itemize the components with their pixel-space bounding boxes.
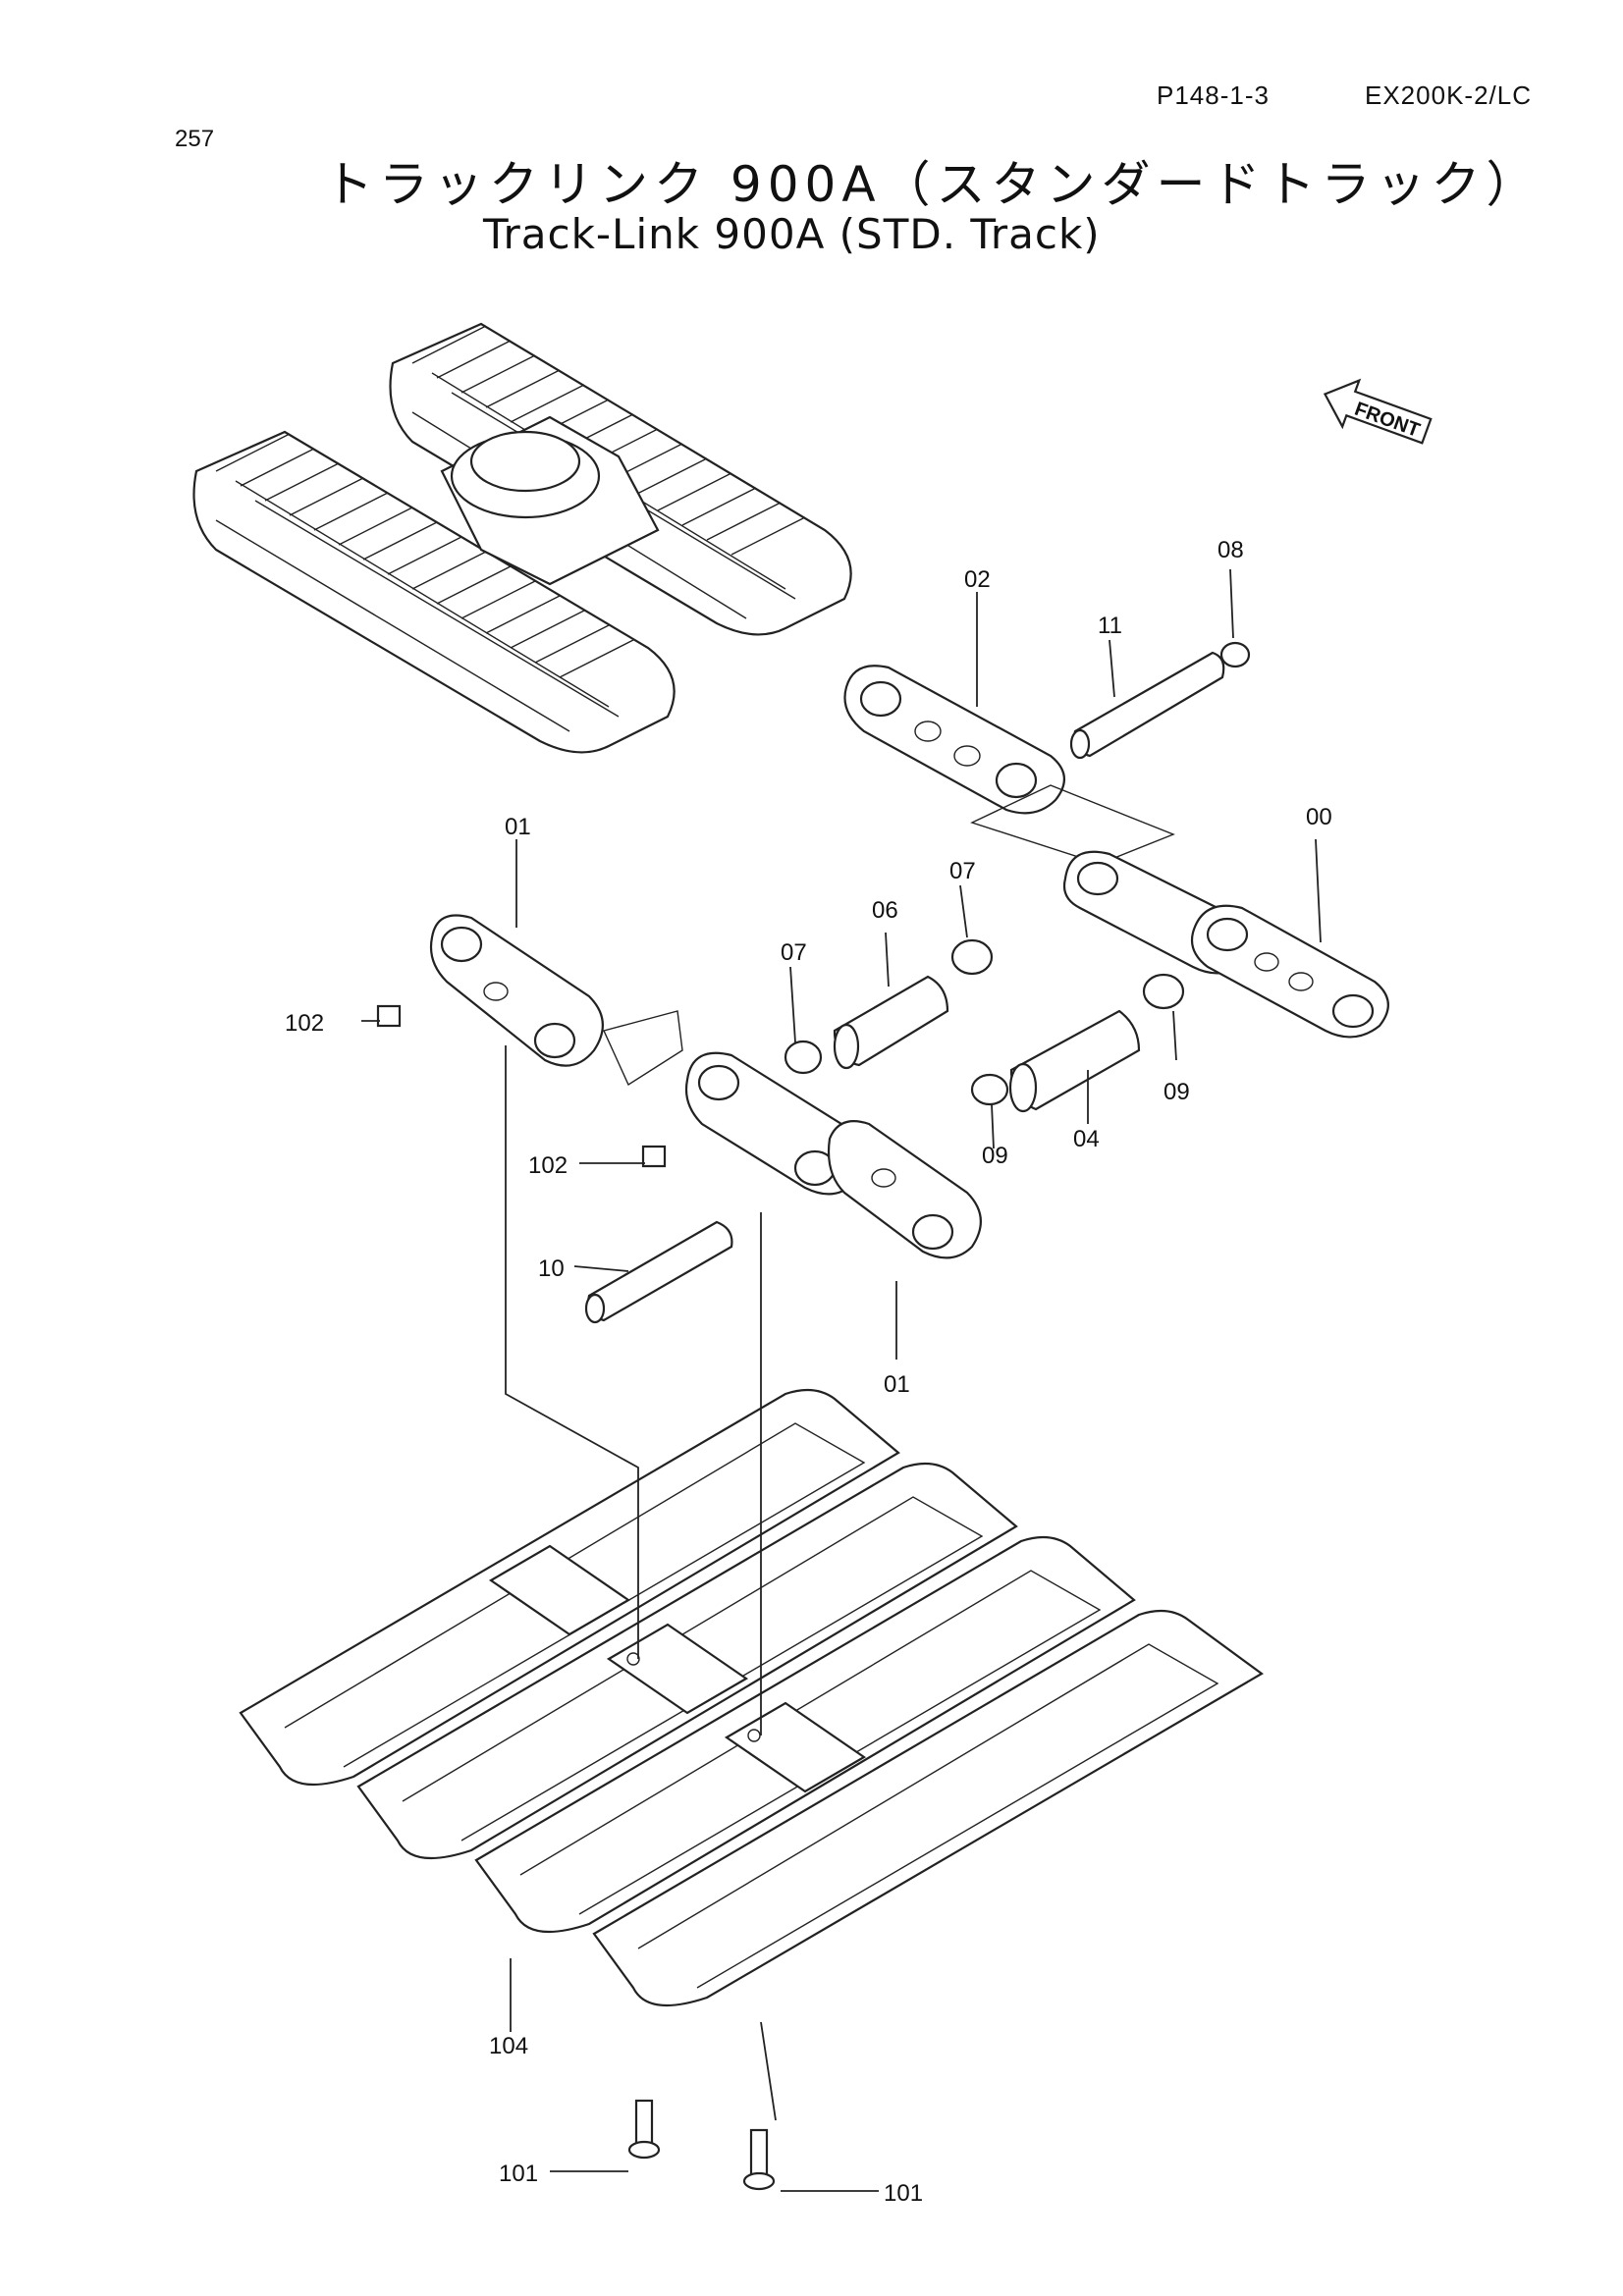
part-07-ring-lower bbox=[784, 1040, 823, 1075]
part-102-nut-upper bbox=[376, 1004, 402, 1028]
callout-06: 06 bbox=[872, 897, 898, 924]
part-01-link-lower bbox=[684, 1051, 982, 1259]
part-104-shoes bbox=[239, 1388, 1265, 2007]
title-english: Track-Link 900A (STD. Track) bbox=[483, 210, 1101, 258]
callout-08: 08 bbox=[1217, 537, 1244, 563]
callout-102-upper: 102 bbox=[285, 1010, 324, 1037]
callout-09-right: 09 bbox=[1163, 1079, 1190, 1105]
part-07-ring-upper bbox=[950, 938, 994, 976]
callout-02: 02 bbox=[964, 566, 991, 593]
page-number: 257 bbox=[175, 126, 215, 152]
model-code: EX200K-2/LC bbox=[1365, 80, 1532, 110]
part-02-link bbox=[843, 665, 1065, 815]
callout-labels: 02 11 08 00 01 07 06 07 102 09 04 09 102… bbox=[285, 537, 1332, 2207]
part-09-ring-right bbox=[1142, 973, 1185, 1010]
callout-10: 10 bbox=[538, 1255, 565, 1282]
part-08-ring bbox=[1219, 641, 1251, 668]
part-11-pin bbox=[1069, 651, 1225, 760]
part-102-nut-lower bbox=[641, 1145, 667, 1168]
callout-11: 11 bbox=[1098, 613, 1122, 639]
part-06-bushing bbox=[833, 975, 949, 1070]
part-10-pin bbox=[584, 1220, 733, 1324]
callout-04: 04 bbox=[1073, 1126, 1100, 1152]
callout-09-left: 09 bbox=[982, 1143, 1008, 1169]
title-japanese: トラックリンク 900A（スタンダードトラック） bbox=[324, 156, 1542, 213]
callout-102-lower: 102 bbox=[528, 1152, 568, 1179]
callout-101-right: 101 bbox=[884, 2180, 923, 2207]
callout-01-lower: 01 bbox=[884, 1371, 910, 1398]
callout-07-upper: 07 bbox=[949, 858, 976, 884]
callout-101-left: 101 bbox=[499, 2161, 538, 2187]
part-09-ring-left bbox=[970, 1073, 1009, 1106]
page-code: P148-1-3 bbox=[1157, 80, 1270, 110]
part-00-link bbox=[1062, 850, 1389, 1039]
part-04-bushing bbox=[1008, 1009, 1141, 1113]
part-01-link-upper bbox=[429, 914, 604, 1067]
callout-07-lower: 07 bbox=[781, 939, 807, 966]
front-arrow: FRONT bbox=[1323, 378, 1433, 445]
part-101-bolt-left bbox=[627, 2099, 661, 2160]
leader-lines bbox=[361, 568, 1322, 2192]
callout-00: 00 bbox=[1306, 804, 1332, 830]
callout-104: 104 bbox=[489, 2033, 528, 2059]
callout-01-upper: 01 bbox=[505, 814, 531, 840]
undercarriage-overview bbox=[192, 322, 852, 754]
part-101-bolt-right bbox=[742, 2128, 776, 2191]
